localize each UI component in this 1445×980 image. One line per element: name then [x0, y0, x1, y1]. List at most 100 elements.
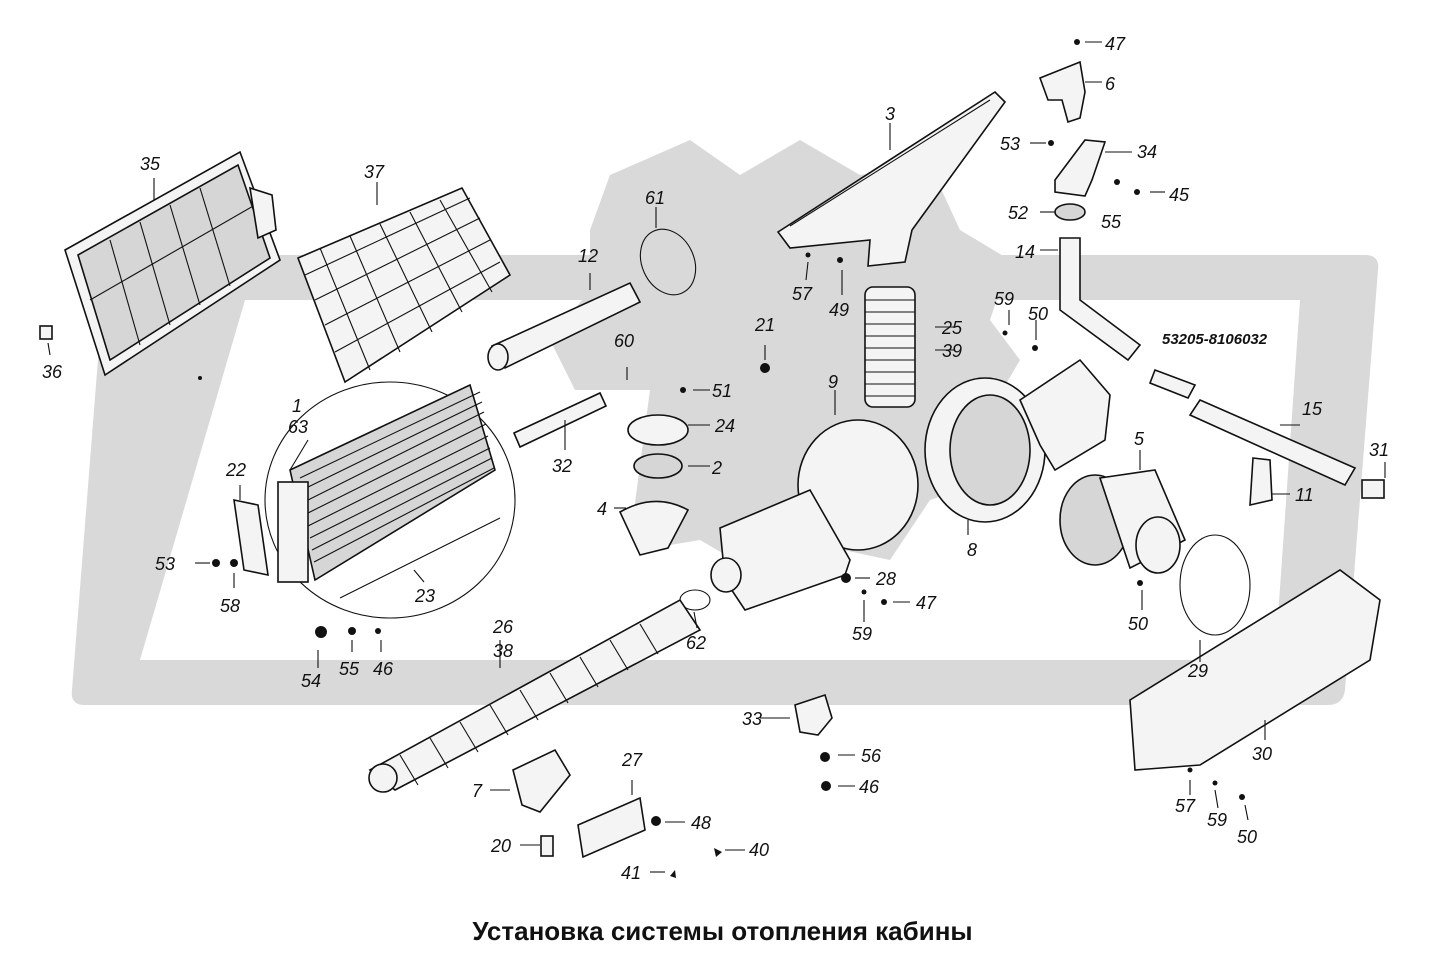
- clip-36: [39, 325, 53, 340]
- callout: 47: [916, 593, 937, 613]
- callout: 46: [859, 777, 880, 797]
- callout: 14: [1015, 242, 1035, 262]
- callout: 1: [292, 396, 302, 416]
- wedge-40: [714, 848, 722, 857]
- callout: 38: [493, 641, 513, 661]
- callout: 47: [1105, 34, 1126, 54]
- callout: 55: [1101, 212, 1122, 232]
- tee-fitting: [1148, 368, 1197, 400]
- corrugated-hose-38: [368, 598, 702, 793]
- callout: 55: [339, 659, 360, 679]
- callout: 50: [1237, 827, 1257, 847]
- blower-fan-5: [1059, 469, 1187, 574]
- pipe-12: [487, 281, 642, 371]
- control-bracket-7: [512, 748, 571, 813]
- callout: 3: [885, 104, 895, 124]
- callout: 56: [861, 746, 882, 766]
- callout: 2: [711, 458, 722, 478]
- callout: 54: [301, 671, 321, 691]
- gasket-29: [1179, 534, 1251, 636]
- callout: 62: [686, 633, 706, 653]
- callout: 52: [1008, 203, 1028, 223]
- callout: 23: [414, 586, 435, 606]
- callout: 5: [1134, 429, 1145, 449]
- callout: 53: [1000, 134, 1020, 154]
- callout: 32: [552, 456, 572, 476]
- callout-labels: 1 2 3 4 5 6 7 8 9 11 12 14 15 20 21 22 2…: [42, 34, 1389, 883]
- pipe-32: [512, 391, 608, 449]
- plate-27: [577, 796, 646, 859]
- housing-9: [710, 419, 919, 611]
- valve-6: [1038, 60, 1086, 124]
- mesh-filter-37: [296, 186, 512, 384]
- callout: 50: [1128, 614, 1148, 634]
- callout: 35: [140, 154, 161, 174]
- callout: 24: [714, 416, 735, 436]
- filter-frame-35: [64, 150, 281, 377]
- callout: 41: [621, 863, 641, 883]
- callout: 33: [742, 709, 762, 729]
- callout: 59: [852, 624, 872, 644]
- mesh-2: [633, 453, 683, 479]
- pipe-15: [1188, 398, 1357, 487]
- corrugated-hose-25: [864, 286, 916, 408]
- callout: 34: [1137, 142, 1157, 162]
- callout: 21: [754, 315, 775, 335]
- callout: 58: [220, 596, 240, 616]
- bracket-11: [1249, 457, 1273, 507]
- callout: 53: [155, 554, 175, 574]
- callout: 57: [1175, 796, 1196, 816]
- callout: 22: [225, 460, 246, 480]
- callout: 26: [492, 617, 514, 637]
- strip-23: [339, 517, 501, 599]
- callout: 59: [994, 289, 1014, 309]
- callout: 28: [875, 569, 896, 589]
- clamp-33: [794, 693, 833, 736]
- pipe-14: [1059, 237, 1142, 362]
- callout: 61: [645, 188, 665, 208]
- fasteners: [198, 39, 1245, 826]
- callout: 4: [597, 499, 607, 519]
- callout: 27: [621, 750, 643, 770]
- callout: 46: [373, 659, 394, 679]
- fan-housing-8: [924, 358, 1111, 523]
- callout: 45: [1169, 185, 1190, 205]
- leader-lines: [47, 41, 1386, 873]
- callout: 12: [578, 246, 598, 266]
- fitting-31: [1361, 479, 1385, 499]
- flange-4: [618, 500, 690, 556]
- callout: 40: [749, 840, 769, 860]
- callout: 15: [1302, 399, 1323, 419]
- callout: 57: [792, 284, 813, 304]
- callout: 8: [967, 540, 977, 560]
- gasket-24: [627, 414, 689, 446]
- heater-radiator-1: [264, 381, 516, 619]
- callout: 20: [490, 836, 511, 856]
- diagram-title: Установка системы отопления кабины: [472, 916, 973, 946]
- callout: 6: [1105, 74, 1116, 94]
- air-duct-3: [776, 90, 1007, 267]
- part-code: 53205-8106032: [1162, 331, 1268, 348]
- callout: 49: [829, 300, 849, 320]
- callout: 11: [1295, 485, 1314, 505]
- callout: 37: [364, 162, 385, 182]
- callout: 39: [942, 341, 962, 361]
- callout: 30: [1252, 744, 1272, 764]
- nut-52: [1054, 203, 1086, 221]
- callout: 36: [42, 362, 63, 382]
- bracket-22: [233, 498, 269, 577]
- clamp-61: [639, 228, 697, 296]
- callout: 29: [1187, 661, 1208, 681]
- callout: 51: [712, 381, 732, 401]
- wedge-41: [670, 870, 676, 878]
- callout: 48: [691, 813, 711, 833]
- callout: 63: [288, 417, 308, 437]
- callout: 7: [472, 781, 483, 801]
- callout: 59: [1207, 810, 1227, 830]
- callout: 25: [941, 318, 963, 338]
- item-20: [540, 835, 554, 857]
- bracket-34: [1054, 139, 1107, 197]
- callout: 50: [1028, 304, 1048, 324]
- callout: 9: [828, 372, 838, 392]
